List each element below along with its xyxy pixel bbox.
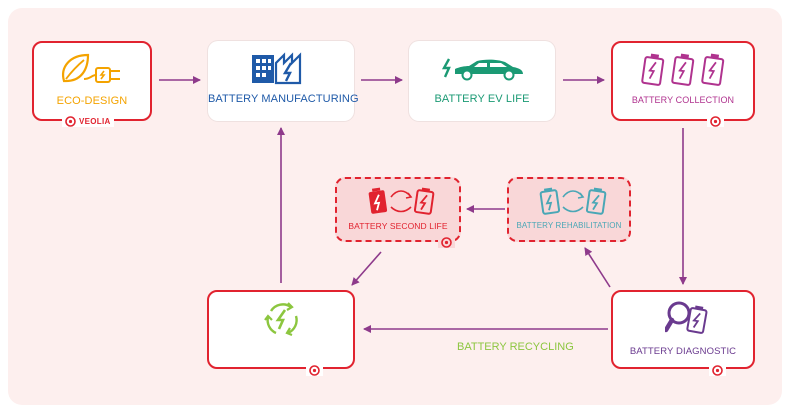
veolia-seal-icon [710, 115, 721, 127]
collection-seal [707, 115, 724, 127]
node-eco-design-label: ECO-DESIGN [56, 95, 128, 107]
node-battery-manufacturing: BATTERY MANUFACTURING [208, 41, 359, 121]
node-battery-second-life: BATTERY SECOND LIFE [335, 177, 461, 242]
batteries-icon [639, 51, 731, 92]
electric-car-icon [441, 57, 525, 86]
node-battery-rehabilitation-label: BATTERY REHABILITATION [516, 221, 622, 230]
leaf-plug-icon [58, 51, 126, 92]
node-eco-design: ECO-DESIGN [32, 41, 152, 121]
node-battery-recycling [207, 290, 355, 369]
battery-recycling-flow-label: BATTERY RECYCLING [457, 341, 574, 353]
battery-swap-icon [367, 185, 435, 222]
node-battery-ev-life-label: BATTERY EV LIFE [434, 93, 530, 105]
node-battery-collection: BATTERY COLLECTION [611, 41, 755, 121]
factory-icon [250, 49, 312, 90]
node-battery-diagnostic-label: BATTERY DIAGNOSTIC [629, 346, 737, 357]
recycle-bolt-icon [263, 300, 301, 343]
recycling-seal [306, 364, 323, 376]
node-battery-diagnostic: BATTERY DIAGNOSTIC [611, 290, 755, 369]
node-battery-second-life-label: BATTERY SECOND LIFE [348, 221, 448, 231]
node-battery-manufacturing-label: BATTERY MANUFACTURING [208, 93, 359, 105]
veolia-seal-icon [441, 236, 452, 248]
veolia-seal-icon [712, 364, 723, 376]
battery-swap-icon [539, 185, 607, 222]
node-battery-collection-label: BATTERY COLLECTION [631, 95, 735, 105]
diagnostic-seal [709, 364, 726, 376]
veolia-wordmark: VEOLIA [79, 116, 111, 126]
arrow-diagnostic-to-rehabilitation [584, 247, 611, 288]
node-battery-ev-life: BATTERY EV LIFE [409, 41, 555, 121]
arrow-second-life-to-recycling [351, 251, 382, 286]
veolia-logo: VEOLIA [62, 115, 114, 127]
veolia-seal-icon [65, 115, 76, 127]
node-battery-rehabilitation: BATTERY REHABILITATION [507, 177, 631, 242]
second-life-seal [438, 236, 455, 248]
veolia-seal-icon [309, 364, 320, 376]
magnifier-battery-icon [663, 300, 709, 341]
